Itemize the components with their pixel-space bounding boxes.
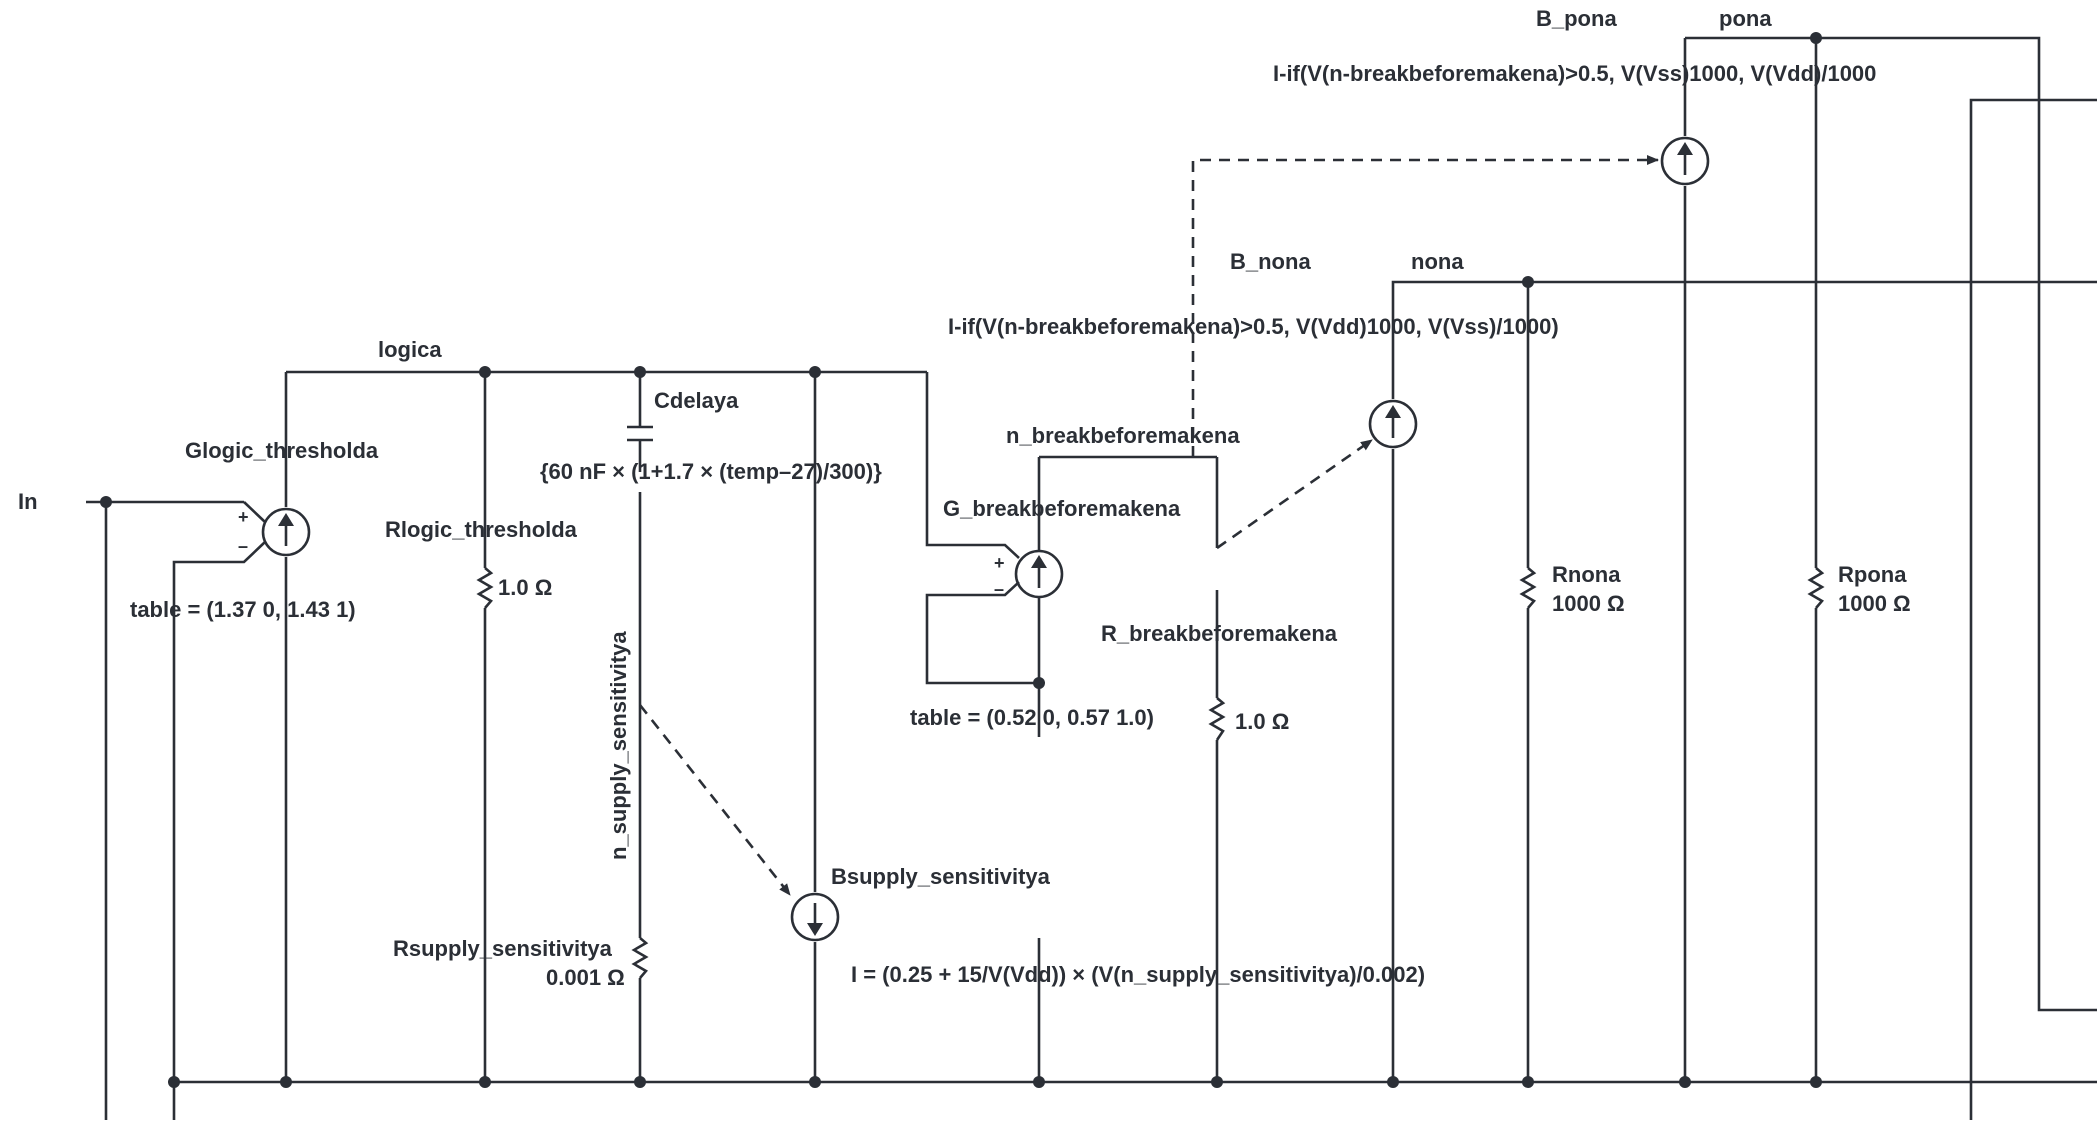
bnon-source xyxy=(1368,399,1418,449)
glogic-plus-sign: + xyxy=(238,507,249,527)
rpon-value-label: 1000 Ω xyxy=(1838,591,1911,616)
input-label: In xyxy=(18,489,38,514)
logica-node-label: logica xyxy=(378,337,442,362)
junction-dots xyxy=(100,32,1822,1088)
logica-to-gbreak-wire xyxy=(925,372,1020,559)
bsupply-name-label: Bsupply_sensitivitya xyxy=(831,864,1051,889)
rbreak-resistor xyxy=(1208,697,1226,741)
cdelay-name-label: Cdelaya xyxy=(654,388,739,413)
bsupply-expr-label: I = (0.25 + 15/V(Vdd)) × (V(n_supply_sen… xyxy=(851,962,1425,987)
glogic-name-label: Glogic_thresholda xyxy=(185,438,379,463)
rpon-resistor xyxy=(1807,567,1825,609)
gbreak-minus-sign: – xyxy=(994,579,1004,599)
non-node-label: nona xyxy=(1411,249,1464,274)
glogic-minus-wire xyxy=(172,541,266,1120)
rsupply-resistor xyxy=(631,937,649,979)
gbreak-table-label: table = (0.52 0, 0.57 1.0) xyxy=(910,705,1154,730)
control-arrows xyxy=(638,155,1659,896)
gbreak-source xyxy=(1014,549,1064,599)
rnon-value-label: 1000 Ω xyxy=(1552,591,1625,616)
supply-sense-arrow xyxy=(638,704,792,896)
rlogic-name-label: Rlogic_thresholda xyxy=(385,517,578,542)
glogic-plus-wire xyxy=(243,501,266,523)
rnon-name-label: Rnona xyxy=(1552,562,1621,587)
rlogic-resistor xyxy=(476,567,494,609)
rpon-name-label: Rpona xyxy=(1838,562,1907,587)
bnon-top-wire xyxy=(1391,280,2097,399)
rsupply-value-label: 0.001 Ω xyxy=(546,965,625,990)
break-to-bpon-arrow xyxy=(1191,155,1659,457)
break-to-bnon-arrow xyxy=(1216,438,1373,550)
glogic-source xyxy=(261,507,311,557)
cdelay-value-label: {60 nF × (1+1.7 × (temp–27)/300)} xyxy=(540,459,882,484)
gbreak-plus-sign: + xyxy=(994,553,1005,573)
right-output-wire xyxy=(1969,98,2097,1120)
bnon-name-label: B_nona xyxy=(1230,249,1311,274)
pona-node-wire xyxy=(1685,36,2097,1012)
rbreak-name-label: R_breakbeforemakena xyxy=(1101,621,1338,646)
gbreak-name-label: G_breakbeforemakena xyxy=(943,496,1181,521)
glogic-minus-sign: – xyxy=(238,536,248,556)
pon-node-label: pona xyxy=(1719,6,1772,31)
rbreak-value-label: 1.0 Ω xyxy=(1235,709,1289,734)
n-supply-node-label: n_supply_sensitivitya xyxy=(606,631,631,860)
wires xyxy=(86,36,2097,1120)
n-break-node-label: n_breakbeforemakena xyxy=(1006,423,1240,448)
glogic-table-label: table = (1.37 0, 1.43 1) xyxy=(130,597,356,622)
gbreak-minus-wire xyxy=(925,581,1039,685)
rsupply-name-label: Rsupply_sensitivitya xyxy=(393,936,613,961)
rnon-resistor xyxy=(1519,567,1537,609)
rlogic-value-label: 1.0 Ω xyxy=(498,575,552,600)
cdelay-capacitor xyxy=(627,425,653,442)
bpon-source xyxy=(1660,136,1710,186)
bpon-expr-label: I-if(V(n-breakbeforemakena)>0.5, V(Vss)1… xyxy=(1273,61,1876,86)
bnon-expr-label: I-if(V(n-breakbeforemakena)>0.5, V(Vdd)1… xyxy=(948,314,1559,339)
bsupply-source xyxy=(790,892,840,942)
bpon-name-label: B_pona xyxy=(1536,6,1617,31)
